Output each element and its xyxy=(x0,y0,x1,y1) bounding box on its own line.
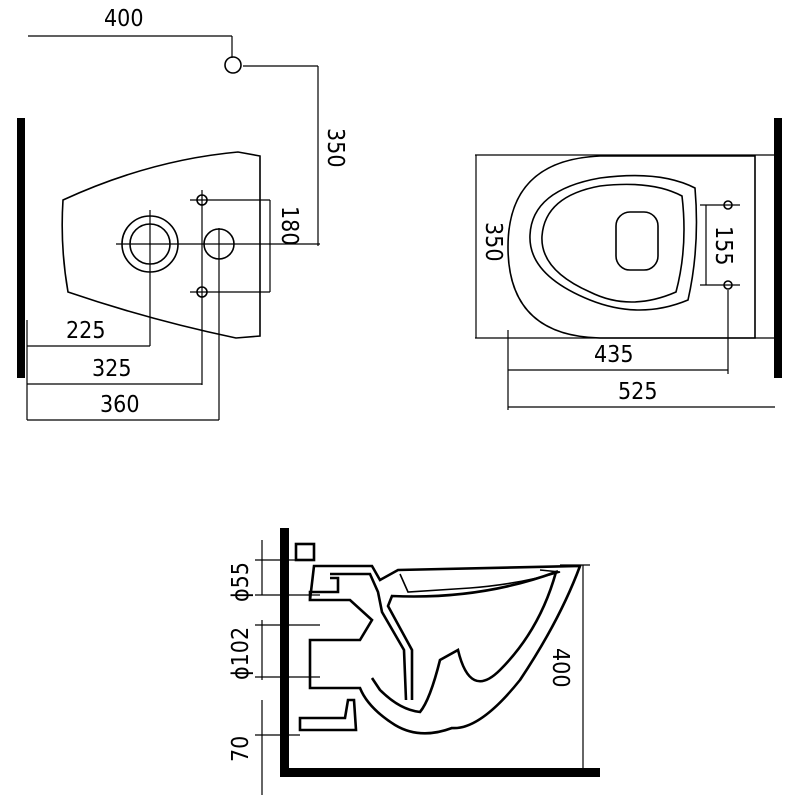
dim-d102: ϕ102 xyxy=(228,627,254,680)
dim-350-top: 350 xyxy=(480,222,506,262)
drain-opening xyxy=(615,211,659,271)
wall-left xyxy=(17,118,25,378)
floor-section xyxy=(280,768,600,777)
toilet-section-outer xyxy=(308,564,582,735)
dim-70: 70 xyxy=(228,736,254,762)
wall-section xyxy=(280,528,289,776)
dim-225: 225 xyxy=(66,318,106,344)
dim-155: 155 xyxy=(710,226,736,266)
dim-d55: ϕ55 xyxy=(228,562,254,602)
outlet-pipe xyxy=(308,576,340,600)
floor-foot xyxy=(298,698,358,732)
wall-right xyxy=(774,118,782,378)
bowl-inner xyxy=(541,183,685,303)
toilet-section-inner xyxy=(330,569,558,714)
top-plan-view: 350 155 435 525 xyxy=(475,118,782,410)
dim-400-section: 400 xyxy=(547,648,573,688)
bowl-outline xyxy=(507,155,756,339)
dim-360: 360 xyxy=(100,392,140,418)
rim-channel xyxy=(399,569,561,593)
back-elevation-view: 400 350 180 225 325 360 xyxy=(17,6,348,421)
dim-325: 325 xyxy=(92,356,132,382)
dim-350-side: 350 xyxy=(322,128,348,168)
toilet-back-outline xyxy=(61,151,261,339)
inlet-connector xyxy=(294,542,316,562)
dim-435: 435 xyxy=(594,342,634,368)
dim-400: 400 xyxy=(104,6,144,32)
dim-525: 525 xyxy=(618,379,658,405)
cross-section-view: ϕ55 ϕ102 70 400 xyxy=(228,528,600,795)
water-inlet-circle xyxy=(224,56,242,74)
dim-180: 180 xyxy=(276,206,302,246)
bowl-rim xyxy=(529,174,698,311)
